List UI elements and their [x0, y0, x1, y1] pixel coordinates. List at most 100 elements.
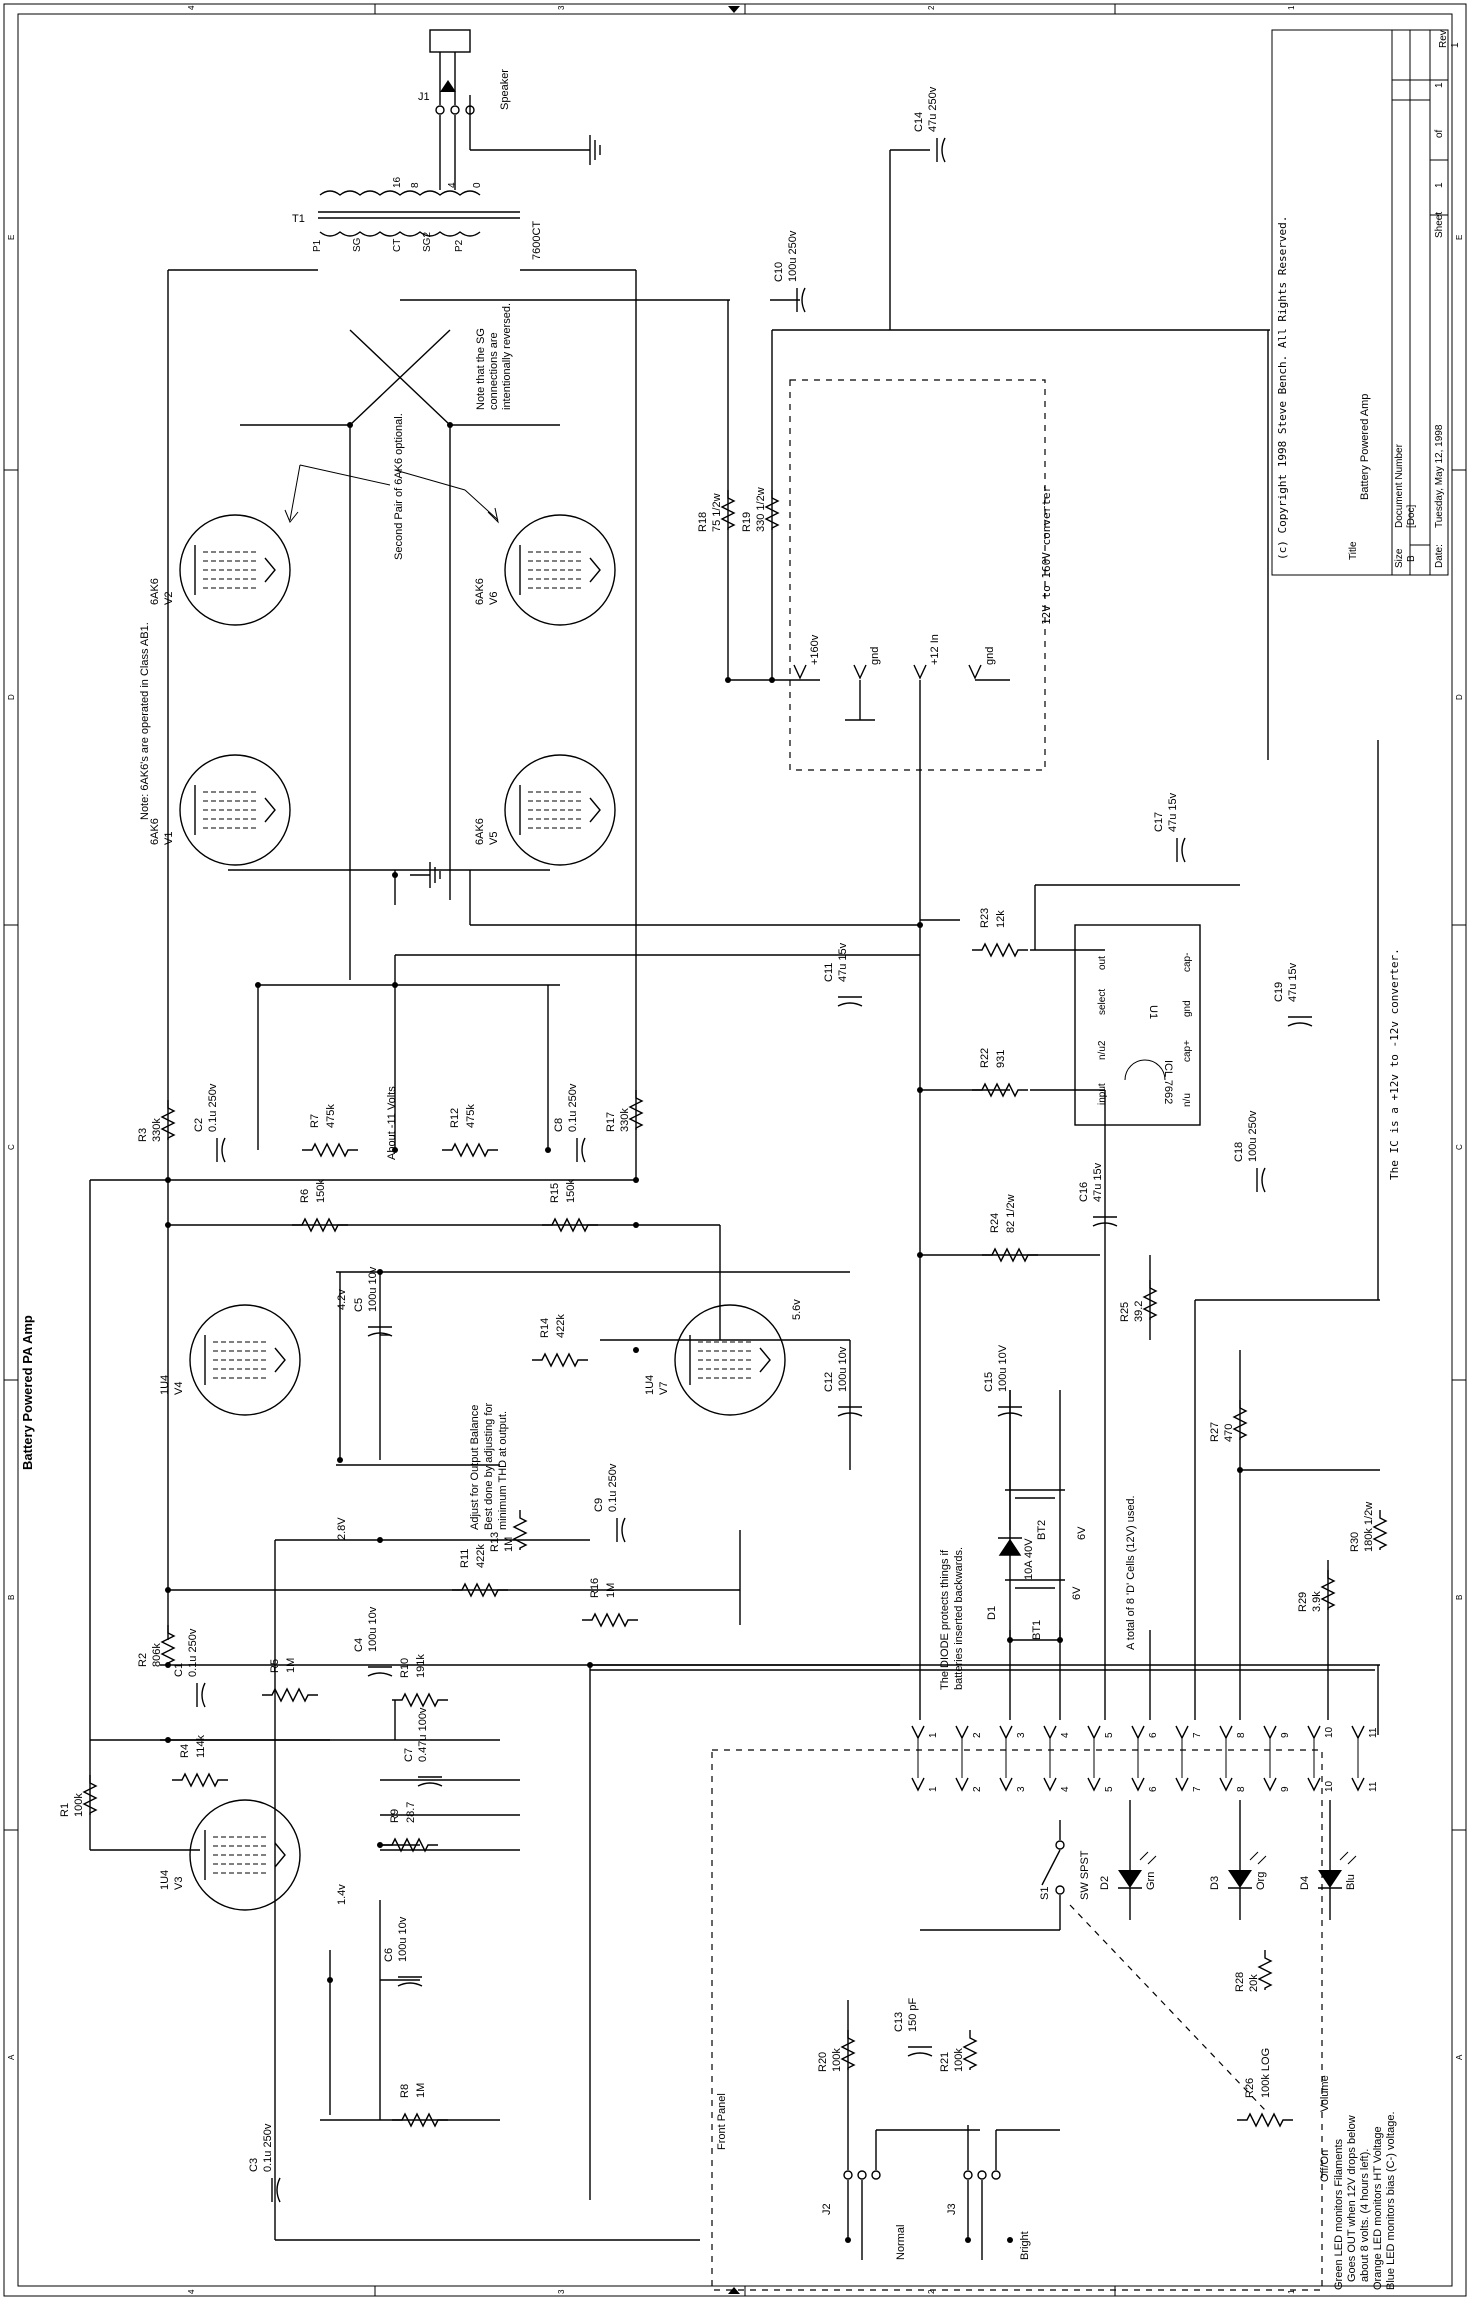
capacitor-ref: C19 [1273, 982, 1285, 1002]
connector-pin-lower-label: 10 [1324, 1780, 1335, 1792]
resistor-ref: R7 [309, 1114, 321, 1128]
resistor-ref: R13 [489, 1532, 501, 1552]
connector-pin-lower-label: 11 [1368, 1781, 1379, 1792]
capacitor-value: 0.47u 100v [417, 1707, 429, 1762]
voltage-1: 4.2v [336, 1289, 348, 1310]
resistor-value: 470 [1223, 1424, 1235, 1442]
zone-left-B: B [7, 1595, 16, 1600]
tube-part-v2: 6AK6 [149, 578, 161, 605]
resistor-symbol [720, 490, 736, 530]
connector-pin-lower-label: 6 [1148, 1786, 1159, 1792]
cap-plate-2 [417, 1782, 443, 1787]
pin-mark-upper [955, 1725, 969, 1740]
cap-plate-2 [1181, 837, 1186, 863]
junction-dot [917, 922, 923, 928]
front-panel-label: Front Panel [716, 2093, 728, 2150]
cap-plate-2 [1261, 1167, 1266, 1193]
zone-left-C: C [7, 1144, 16, 1150]
resistor-symbol [172, 1772, 228, 1788]
resistor-symbol [840, 2030, 856, 2070]
capacitor-ref: C2 [193, 1118, 205, 1132]
converter-pin-mark [968, 664, 982, 680]
led-symbol [1318, 1870, 1342, 1888]
junction-dot [327, 1977, 333, 1983]
ic-part: ICL 7662 [1162, 1060, 1174, 1104]
d1-val: 10A 40V [1023, 1538, 1035, 1580]
connector-pin-7: 77 [1175, 1725, 1203, 1792]
tube-filament [759, 1347, 771, 1373]
transformer-pin-8: 8 [410, 182, 421, 188]
led-ref-d3: D3 [1209, 1876, 1221, 1890]
junction-dot [347, 422, 353, 428]
resistor-symbol [972, 942, 1028, 958]
tube-envelope [179, 754, 291, 866]
resistor-symbol [392, 2112, 448, 2128]
bt2-ref: BT2 [1036, 1520, 1048, 1540]
tube-ref-v6: V6 [488, 592, 500, 605]
pin-mark-upper [1131, 1725, 1145, 1740]
connector-pin-upper-label: 10 [1324, 1726, 1335, 1738]
connector-pin-upper-label: 8 [1236, 1732, 1247, 1738]
resistor-value: 191k [415, 1654, 427, 1678]
zone-right-D: D [1455, 694, 1464, 700]
connector-pin-upper-label: 5 [1104, 1732, 1115, 1738]
zone-top-3: 3 [557, 5, 566, 10]
resistor-value: 806k [151, 1643, 163, 1667]
tube-part-v1: 6AK6 [149, 818, 161, 845]
junction-dot [337, 1457, 343, 1463]
led-rays [1139, 1851, 1157, 1865]
resistor-ref: R18 [697, 512, 709, 532]
tube-ref-v5: V5 [488, 832, 500, 845]
cap-plate-2 [397, 1982, 423, 1987]
resistor-symbol [764, 490, 780, 530]
pin-mark-lower [1351, 1777, 1365, 1792]
title-label: Title [1348, 541, 1359, 560]
resistor-ref: R14 [539, 1318, 551, 1338]
resistor-ref: R19 [741, 512, 753, 532]
connector-pin-lower-label: 4 [1060, 1786, 1071, 1792]
note-led-3: about 8 volts. (4 hours left). [1359, 2149, 1371, 2282]
led-color-d2: Grn [1145, 1872, 1157, 1890]
pin-mark-lower [1219, 1777, 1233, 1792]
capacitor-ref: C14 [913, 112, 925, 132]
capacitor-value: 100u 10v [367, 1266, 379, 1312]
bt1-ref: BT1 [1031, 1620, 1043, 1640]
j3-ref: J3 [946, 2203, 958, 2215]
note-balance-3: minimum THD at output. [497, 1411, 509, 1530]
pin-mark-lower [1307, 1777, 1321, 1792]
resistor-value: 75 1/2w [711, 493, 723, 532]
voltage-2: 2.8V [336, 1517, 348, 1540]
zone-top-4: 4 [187, 5, 196, 10]
junction-dot [377, 1537, 383, 1543]
connector-pin-5: 55 [1087, 1725, 1115, 1792]
note-diode-1: The DIODE protects things if [939, 1549, 951, 1690]
capacitor-value: 47u 15v [1287, 962, 1299, 1002]
junction-dot [377, 1842, 383, 1848]
ic-pin-7: n/u [1182, 1093, 1193, 1107]
resistor-symbol [392, 1692, 448, 1708]
zone-top-1: 1 [1287, 5, 1296, 10]
zone-top-2: 2 [927, 5, 936, 10]
junction-dot [165, 1737, 171, 1743]
d1-ref: D1 [986, 1606, 998, 1620]
connector-pin-lower-label: 8 [1236, 1786, 1247, 1792]
cap-plate-2 [941, 137, 946, 163]
resistor-value: 330 1/2w [755, 487, 767, 532]
tube-filament [264, 797, 276, 823]
cap-plate-2 [837, 1412, 863, 1417]
cap-plate-2 [1092, 1222, 1118, 1227]
connector-pin-lower-label: 5 [1104, 1786, 1115, 1792]
